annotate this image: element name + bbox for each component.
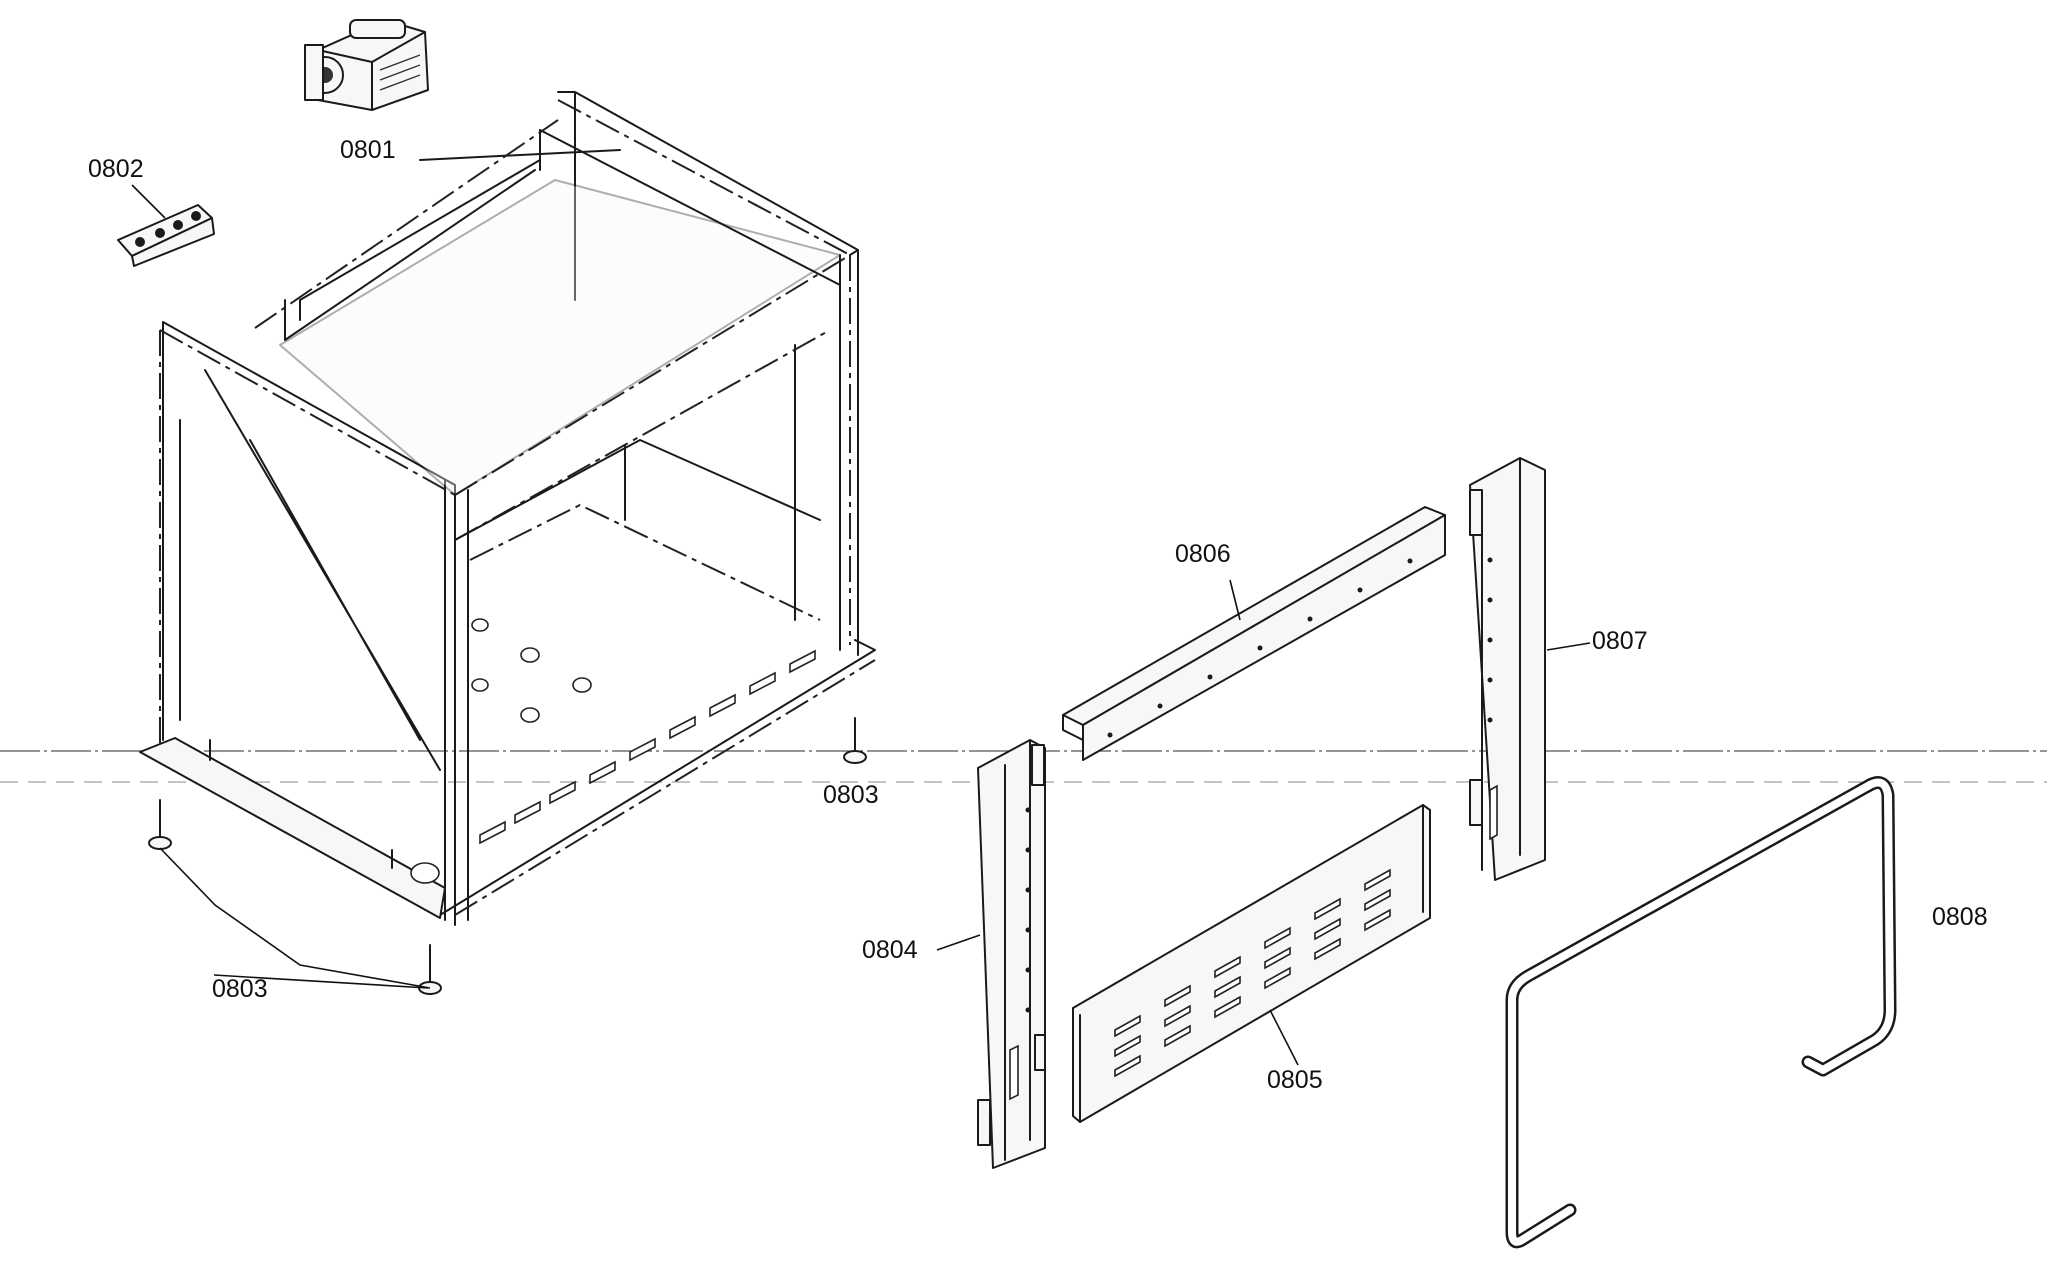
foot-right-part[interactable] xyxy=(843,717,867,764)
cabinet-floor-vents xyxy=(479,649,816,845)
vent-panel-slots xyxy=(1114,868,1391,1078)
label-0803-right: 0803 xyxy=(823,781,879,809)
foot-left-top-part[interactable] xyxy=(148,799,172,850)
handle-bar-part[interactable] xyxy=(1505,776,1897,1249)
side-strip-right-holes xyxy=(1487,557,1493,723)
motor-part[interactable] xyxy=(304,19,429,111)
label-0806: 0806 xyxy=(1175,540,1231,568)
side-strip-left-part[interactable] xyxy=(977,739,1046,1169)
terminal-block-part[interactable] xyxy=(117,204,215,267)
side-strip-left-holes xyxy=(1025,807,1031,1013)
label-0802: 0802 xyxy=(88,155,144,183)
bottom-vent-panel-part[interactable] xyxy=(1072,804,1431,1123)
label-0803-left: 0803 xyxy=(212,975,268,1003)
label-0804: 0804 xyxy=(862,936,918,964)
label-0805: 0805 xyxy=(1267,1066,1323,1094)
top-angle-rail-part[interactable] xyxy=(1062,506,1446,761)
top-rail-holes xyxy=(1107,558,1413,738)
label-0808: 0808 xyxy=(1932,903,1988,931)
cabinet-frame xyxy=(139,91,876,926)
label-0801: 0801 xyxy=(340,136,396,164)
leader-lines xyxy=(131,184,1591,1066)
side-strip-right-part[interactable] xyxy=(1469,457,1546,881)
part-labels: 0801 0802 0803 0803 0804 0805 0806 0807 … xyxy=(88,136,1988,1094)
label-0807: 0807 xyxy=(1592,627,1648,655)
